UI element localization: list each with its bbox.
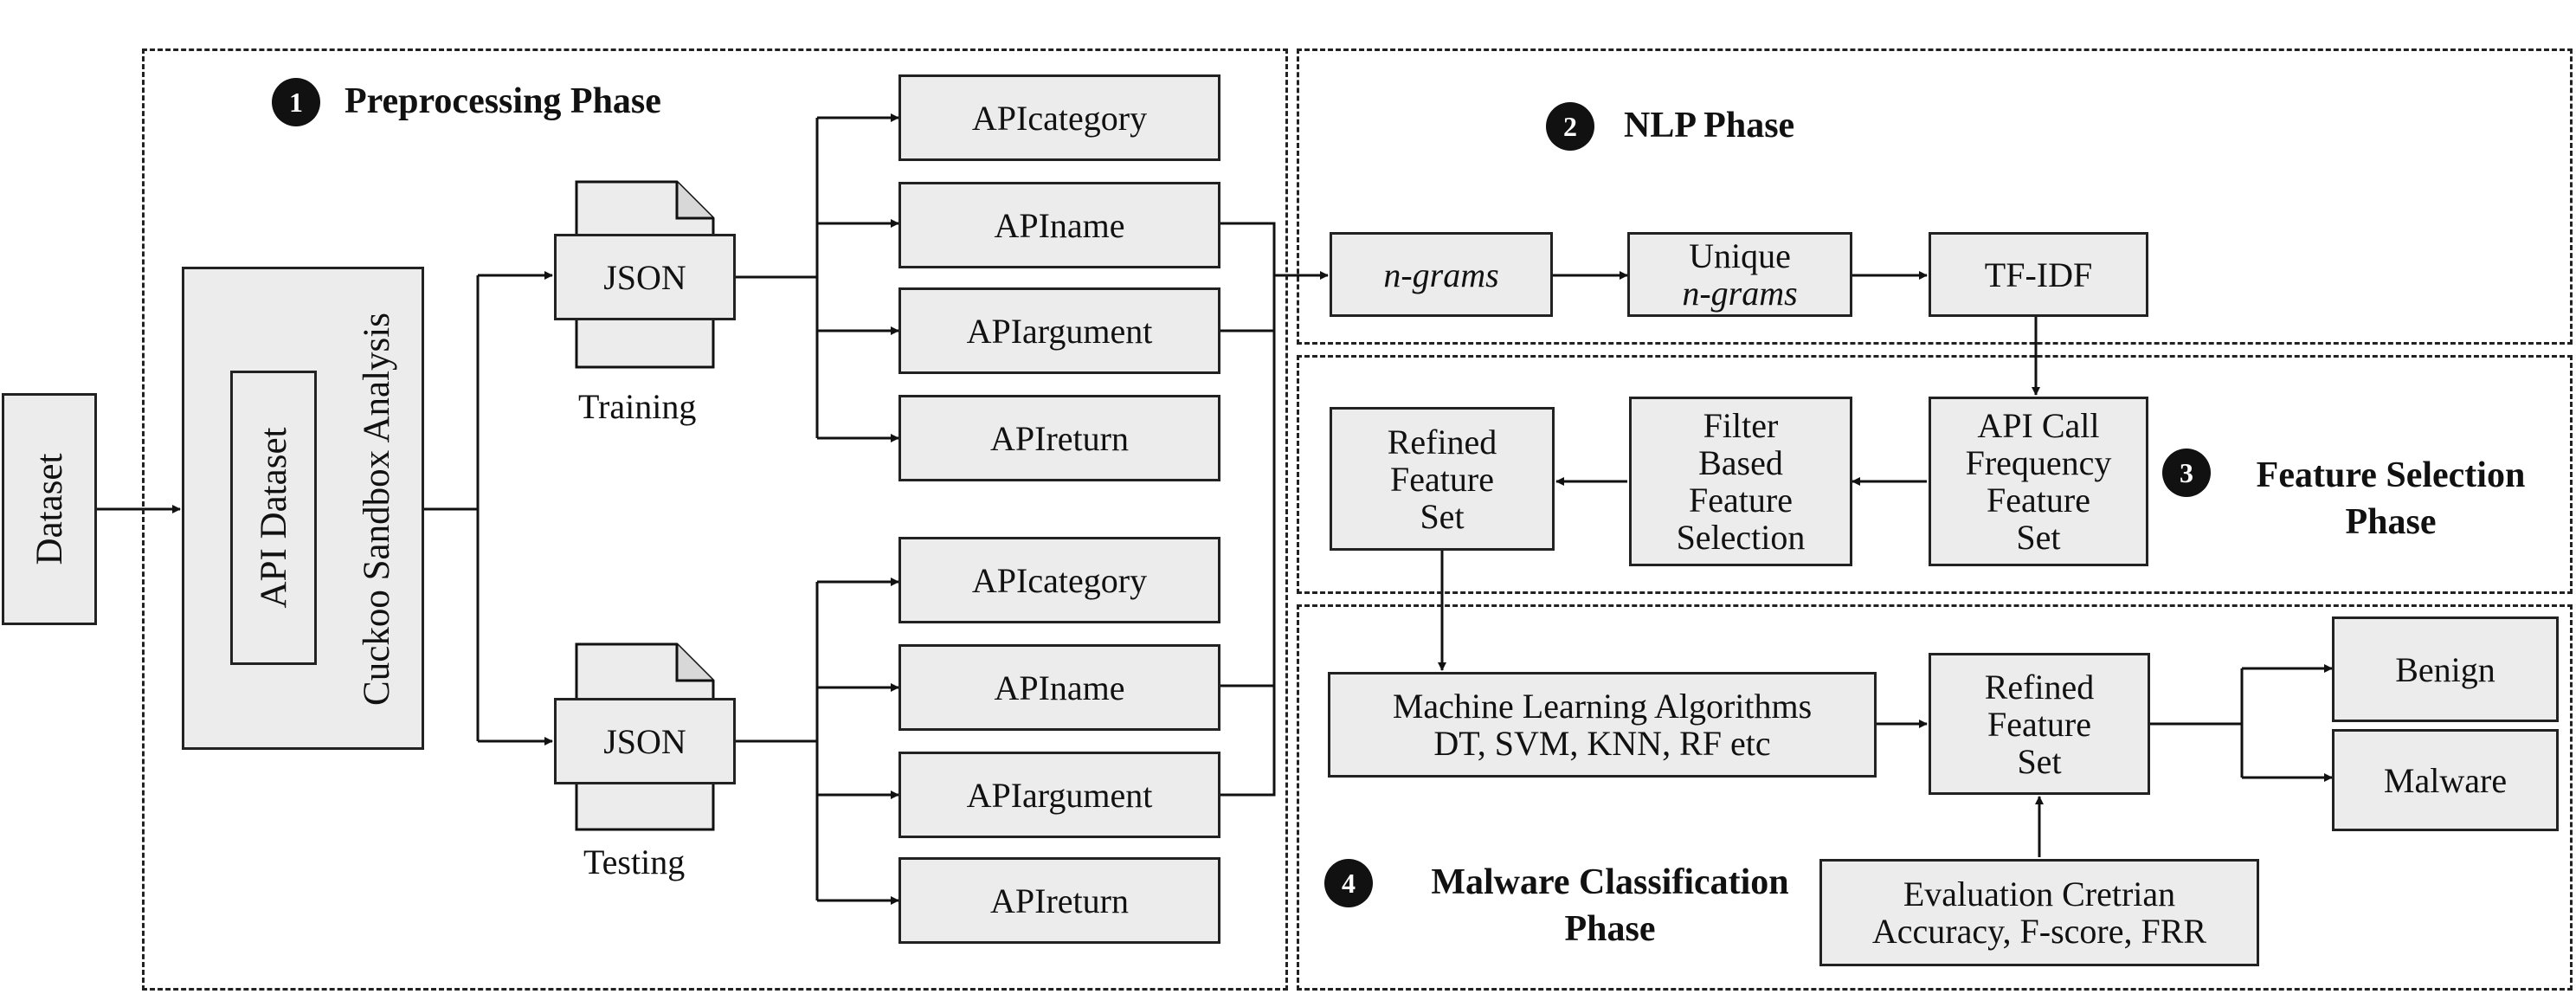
line-testing-fanout bbox=[736, 582, 819, 900]
line-merge-to-ngrams bbox=[1220, 222, 1276, 797]
testing-label: Testing bbox=[583, 842, 686, 881]
dataset-box bbox=[2, 393, 97, 625]
classification-phase-title: Malware Classification Phase bbox=[1431, 862, 1789, 949]
preprocessing-phase-badge: 1 bbox=[272, 78, 320, 126]
training-apiname-box: APIname bbox=[898, 182, 1220, 268]
testing-apicategory-box: APIcategory bbox=[898, 537, 1220, 623]
cuckoo-sandbox-box bbox=[182, 267, 424, 750]
feature-selection-phase-title: Feature Selection Phase bbox=[2256, 455, 2526, 542]
refined-feature-set-box-mc: Refined Feature Set bbox=[1929, 653, 2150, 795]
training-label: Training bbox=[578, 387, 697, 426]
ngrams-box: n-grams bbox=[1330, 232, 1553, 317]
training-apireturn-box: APIreturn bbox=[898, 395, 1220, 481]
nlp-phase-group bbox=[1297, 48, 2573, 345]
nlp-phase-badge: 2 bbox=[1546, 102, 1594, 151]
malware-box: Malware bbox=[2332, 729, 2559, 831]
classification-phase-group bbox=[1297, 604, 2573, 991]
filter-based-feature-selection-box: Filter Based Feature Selection bbox=[1629, 397, 1852, 566]
tfidf-box: TF-IDF bbox=[1929, 232, 2148, 317]
unique-ngrams-line2: n-grams bbox=[1682, 274, 1798, 313]
json-testing-box: JSON bbox=[554, 698, 736, 784]
json-training-box: JSON bbox=[554, 234, 736, 320]
ml-algorithms-box: Machine Learning Algorithms DT, SVM, KNN… bbox=[1328, 672, 1877, 778]
unique-ngrams-line1: Unique bbox=[1689, 236, 1791, 275]
evaluation-criteria-box: Evaluation Cretrian Accuracy, F-score, F… bbox=[1819, 859, 2259, 966]
preprocessing-phase-title: Preprocessing Phase bbox=[345, 81, 661, 121]
line-training-fanout bbox=[736, 118, 819, 438]
dataset-label: Dataset bbox=[29, 453, 70, 565]
api-call-frequency-feature-set-box: API Call Frequency Feature Set bbox=[1929, 397, 2148, 566]
feature-selection-phase-badge: 3 bbox=[2162, 449, 2211, 497]
feature-selection-phase-group bbox=[1297, 355, 2573, 594]
line-cuckoo-split bbox=[424, 275, 480, 741]
testing-apiargument-box: APIargument bbox=[898, 752, 1220, 838]
cuckoo-sandbox-label: Cuckoo Sandbox Analysis bbox=[356, 313, 397, 706]
training-apiargument-box: APIargument bbox=[898, 287, 1220, 374]
classification-phase-badge: 4 bbox=[1324, 859, 1373, 907]
testing-apiname-box: APIname bbox=[898, 644, 1220, 731]
training-apicategory-box: APIcategory bbox=[898, 74, 1220, 161]
api-dataset-label: API Dataset bbox=[253, 427, 294, 609]
preprocessing-phase-group bbox=[142, 48, 1288, 991]
refined-feature-set-box-fs: Refined Feature Set bbox=[1330, 407, 1555, 551]
benign-box: Benign bbox=[2332, 616, 2559, 722]
unique-ngrams-box: Unique n-grams bbox=[1627, 232, 1852, 317]
api-dataset-box bbox=[230, 371, 317, 665]
line-refined-split bbox=[2150, 668, 2244, 778]
testing-apireturn-box: APIreturn bbox=[898, 857, 1220, 944]
nlp-phase-title: NLP Phase bbox=[1624, 106, 1795, 145]
